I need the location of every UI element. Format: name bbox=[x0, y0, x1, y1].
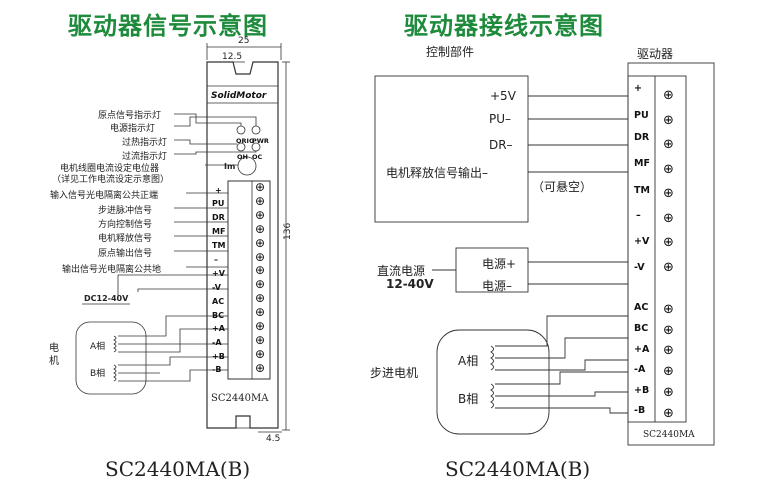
led-label-orig: ORIG bbox=[236, 137, 255, 145]
r-term-pu: PU bbox=[634, 110, 649, 121]
led-label-oh: OH bbox=[237, 153, 248, 161]
l-term-pu: PU bbox=[212, 199, 225, 208]
callout-pot: 电机线圈电流设定电位器 bbox=[60, 164, 160, 174]
r-term-pa: +A bbox=[634, 344, 650, 355]
sig-pu: PU– bbox=[489, 112, 512, 126]
callout-pot-note: （详见工作电流设定示意图） bbox=[52, 175, 170, 185]
l-term-pb: +B bbox=[212, 352, 225, 361]
r-term-nb: -B bbox=[634, 405, 646, 416]
left-screw-column: ⊕⊕⊕⊕⊕⊕⊕⊕⊕⊕⊕⊕⊕⊕ bbox=[255, 180, 266, 375]
callout-oh-led: 过热指示灯 bbox=[122, 138, 168, 148]
l-term-bc: BC bbox=[212, 311, 224, 320]
pot-label: Im bbox=[224, 162, 236, 171]
l-term-nb: -B bbox=[212, 365, 222, 374]
r-term-na: -A bbox=[634, 364, 646, 375]
stepper-label: 步进电机 bbox=[370, 366, 419, 380]
led-label-pwr: PWR bbox=[252, 137, 269, 145]
r-term-bc: BC bbox=[634, 323, 649, 334]
callout-pulse: 步进脉冲信号 bbox=[98, 206, 153, 216]
float-note: （可悬空） bbox=[532, 180, 593, 194]
control-label: 控制部件 bbox=[426, 45, 475, 59]
l-term-na: -A bbox=[212, 338, 222, 347]
led-label-oc: OC bbox=[252, 153, 263, 161]
dc-label: DC12-40V bbox=[84, 294, 129, 303]
l-term-tm: TM bbox=[212, 241, 226, 250]
sig-dr: DR– bbox=[489, 138, 513, 152]
left-phase-a: A相 bbox=[90, 342, 106, 352]
callout-release: 电机释放信号 bbox=[98, 234, 153, 244]
right-screw-column-top: ⊕⊕⊕⊕⊕⊕⊕⊕ bbox=[663, 88, 674, 275]
r-term-dr: DR bbox=[634, 132, 650, 143]
r-term-nv: -V bbox=[634, 262, 645, 273]
r-term-ac: AC bbox=[634, 302, 649, 313]
callout-dir: 方向控制信号 bbox=[98, 220, 153, 230]
callout-oc-led: 过流指示灯 bbox=[122, 152, 168, 162]
r-term-pv: +V bbox=[634, 236, 650, 247]
r-term-plus: + bbox=[634, 83, 642, 94]
l-term-nv: -V bbox=[212, 283, 221, 292]
l-term-minus: – bbox=[214, 255, 218, 264]
l-term-pv: +V bbox=[212, 269, 225, 278]
right-phase-a: A相 bbox=[458, 354, 479, 368]
r-term-mf: MF bbox=[634, 158, 650, 169]
driver-label: 驱动器 bbox=[637, 47, 674, 61]
callout-common-gnd: 输出信号光电隔离公共地 bbox=[62, 265, 162, 275]
motor-label: 电机 bbox=[49, 343, 59, 367]
l-term-plus: + bbox=[215, 186, 222, 195]
left-caption: SC2440MA(B) bbox=[105, 457, 251, 481]
dc-title: 直流电源 bbox=[377, 264, 426, 278]
sig-release: 电机释放信号输出– bbox=[386, 166, 489, 180]
dim-hole: 4.5 bbox=[266, 434, 281, 444]
l-term-dr: DR bbox=[212, 213, 225, 222]
l-term-mf: MF bbox=[212, 227, 226, 236]
right-model-label: SC2440MA bbox=[643, 430, 695, 440]
brand-logo: SolidMotor bbox=[211, 91, 267, 101]
left-model-label: SC2440MA bbox=[211, 393, 269, 404]
right-caption: SC2440MA(B) bbox=[445, 457, 591, 481]
psu-neg: 电源– bbox=[482, 279, 513, 293]
dim-slot: 12.5 bbox=[222, 52, 243, 62]
right-screw-column-bottom: ⊕⊕⊕⊕⊕⊕ bbox=[663, 302, 674, 421]
psu-pos: 电源+ bbox=[482, 257, 517, 271]
callout-origin-out: 原点输出信号 bbox=[98, 249, 153, 259]
dc-value: 12-40V bbox=[386, 277, 434, 291]
l-term-pa: +A bbox=[212, 324, 225, 333]
right-phase-b: B相 bbox=[458, 392, 479, 406]
r-term-minus: – bbox=[636, 210, 641, 221]
callout-pwr-led: 电源指示灯 bbox=[110, 124, 156, 134]
dim-width: 25 bbox=[238, 36, 250, 46]
sig-5v: +5V bbox=[490, 89, 516, 103]
l-term-ac: AC bbox=[212, 297, 225, 306]
left-title: 驱动器信号示意图 bbox=[68, 12, 268, 40]
callout-common-pos: 输入信号光电隔离公共正端 bbox=[50, 191, 159, 201]
left-phase-b: B相 bbox=[90, 369, 106, 379]
r-term-pb: +B bbox=[634, 385, 650, 396]
callout-orig-led: 原点信号指示灯 bbox=[98, 111, 162, 121]
right-title: 驱动器接线示意图 bbox=[404, 12, 604, 40]
r-term-tm: TM bbox=[634, 185, 650, 196]
